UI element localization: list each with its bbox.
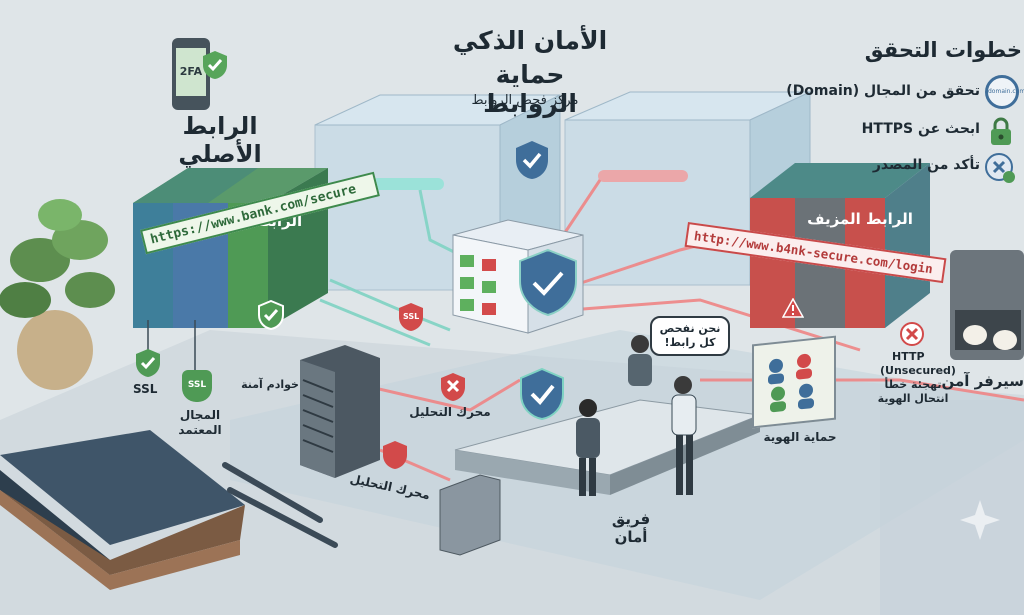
step-https-label: ابحث عن HTTPS (861, 121, 980, 137)
shield-check-icon (516, 141, 548, 179)
original-link-heading: الرابط الأصلي (178, 112, 262, 168)
ssl-label: SSL (133, 382, 158, 396)
step-source-label: تأكد من المصدر (872, 157, 980, 173)
phone-2fa: 2FA (172, 38, 210, 110)
analysis-engine-label-1: محرك التحليل (409, 405, 491, 419)
ssl-shield-icon (399, 303, 423, 331)
warning-icon (782, 298, 804, 318)
shield-check-icon (258, 300, 284, 330)
http-label: HTTP (892, 350, 925, 363)
team-people (576, 335, 697, 496)
shield-check-icon (203, 51, 227, 79)
users-icon (768, 353, 814, 413)
ssl-tag: SSL (403, 312, 420, 321)
close-circle-icon (900, 322, 924, 346)
secure-team-label: فريق أمان (611, 510, 651, 546)
domain-label: المجال المعتمد (178, 408, 222, 437)
spoofing-warning: تهجئة خطأ انتحال الهوية (877, 378, 949, 405)
secure-server-label: سيرفر آمن (941, 372, 1024, 390)
close-shield-icon (441, 373, 465, 401)
step-domain-label: تحقق من المجال (Domain) (786, 83, 980, 99)
fake-box-label: الرابط المزيف (807, 210, 913, 228)
source-badge-icon (985, 153, 1015, 183)
link-check-panel (452, 219, 584, 334)
ssl-shield-icon (383, 441, 407, 469)
identity-protection-label: حماية الهوية (763, 430, 837, 444)
domain-search-icon: domain.com (985, 75, 1024, 109)
shield-check-icon (520, 368, 564, 420)
secure-servers-label: خوادم آمنة (241, 378, 299, 391)
domain-badge: SSL (182, 370, 212, 402)
speech-bubble: نحن نفحص كل رابط! (650, 316, 730, 356)
page-title: الأمان الذكي (452, 26, 608, 55)
page-subtitle: حماية الروابط (483, 60, 577, 118)
ssl-shield-icon (136, 349, 160, 377)
lock-icon (991, 117, 1011, 145)
steps-title: خطوات التحقق (864, 38, 1022, 62)
identity-card (752, 335, 836, 429)
center-label: مركز فحص الروابط (471, 93, 579, 108)
unsecured-label: (Unsecured) (880, 364, 956, 377)
2fa-screen: 2FA (176, 48, 206, 96)
